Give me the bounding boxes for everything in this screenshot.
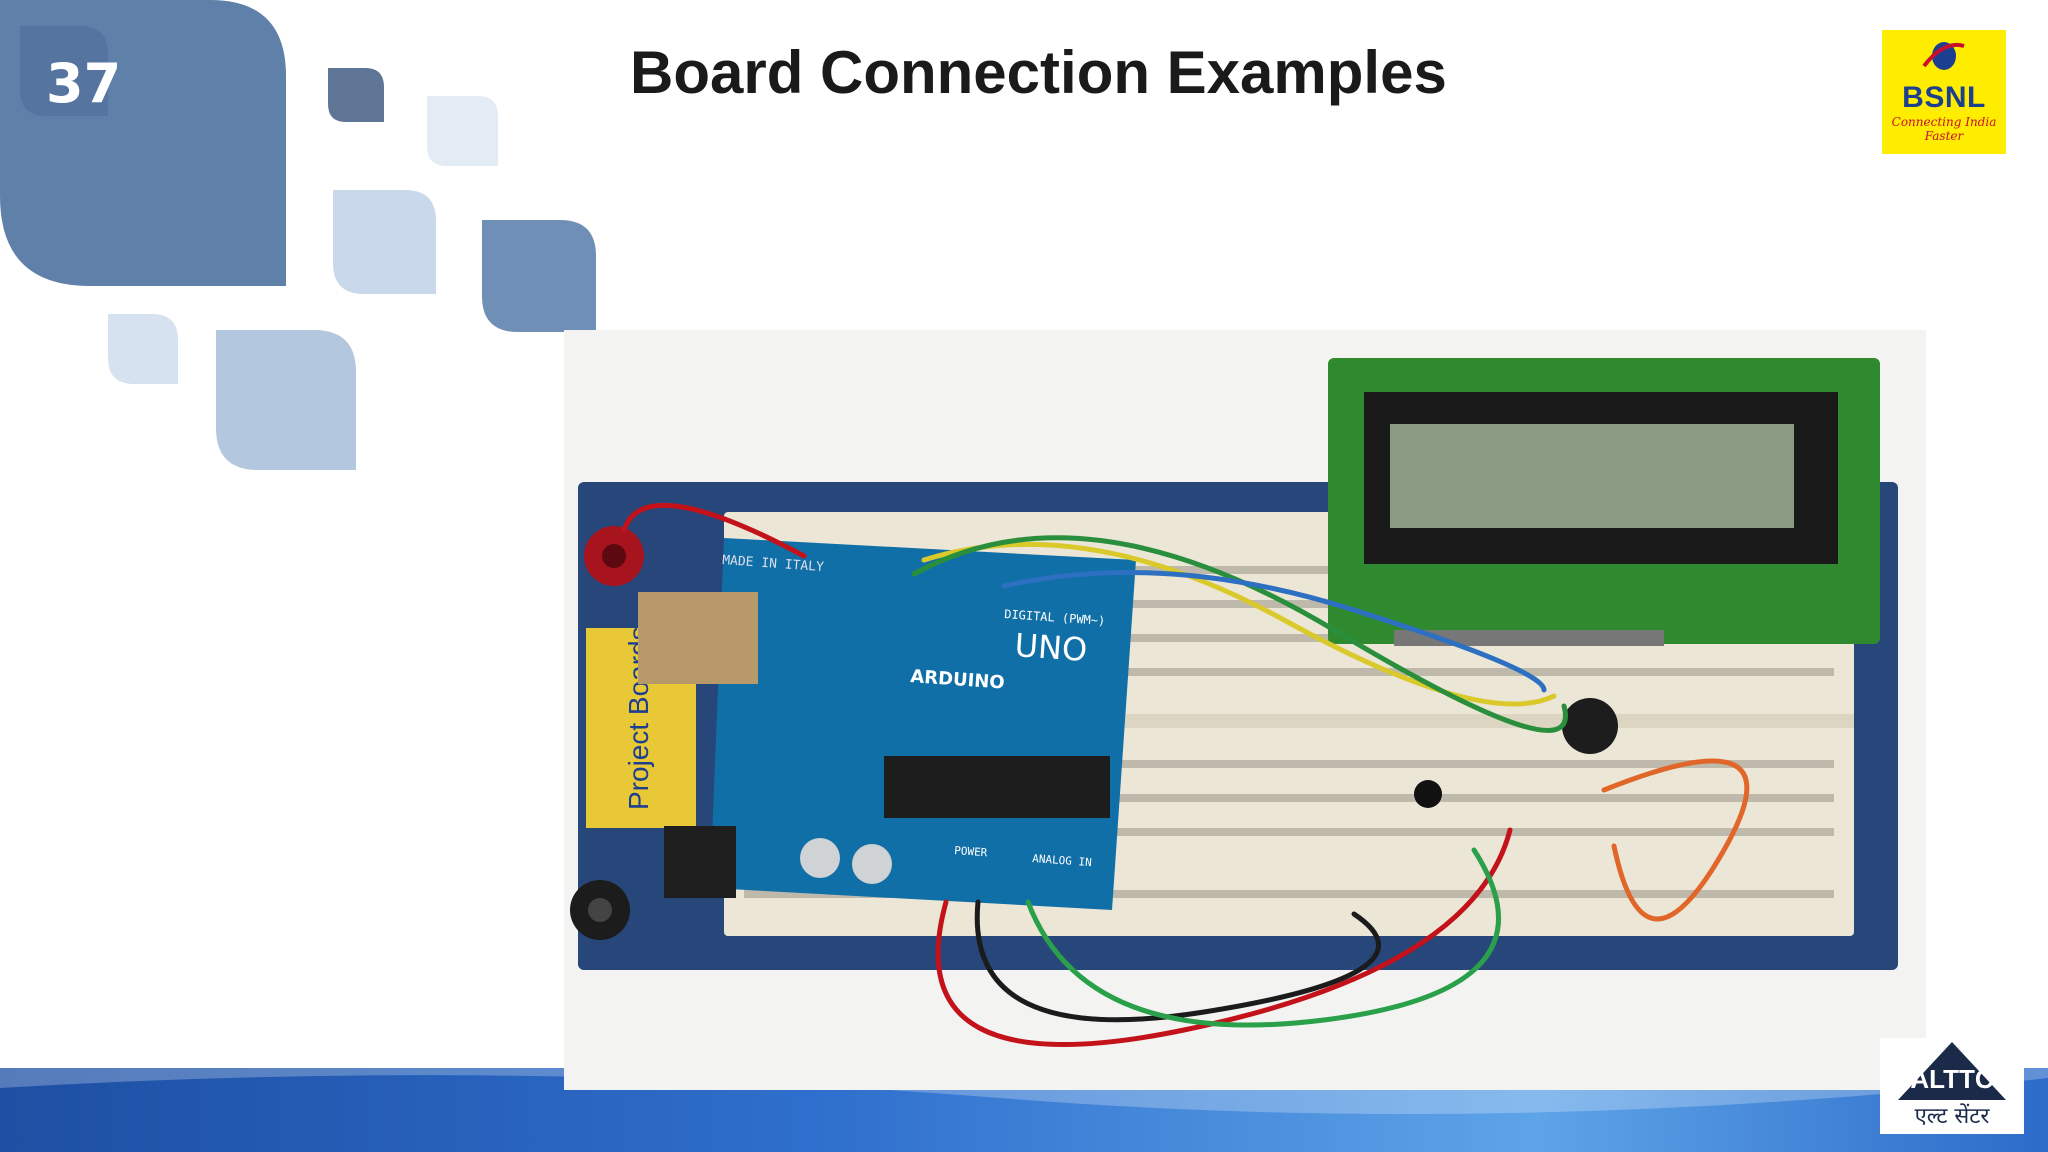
bsnl-logo: BSNL Connecting India Faster: [1882, 30, 2006, 154]
bsnl-logo-tagline: Connecting India Faster: [1891, 115, 1997, 143]
transistor: [1414, 780, 1442, 808]
potentiometer: [1562, 698, 1618, 754]
deco-shape-small-light: [427, 96, 498, 166]
slide-number: 37: [46, 52, 122, 115]
bsnl-emblem-icon: [1922, 42, 1965, 70]
alttc-triangle-icon: [1898, 1042, 2006, 1100]
photo-bottom-mask: [564, 1068, 1926, 1090]
atmega-chip: [884, 756, 1110, 818]
wire-orange: [1601, 758, 1750, 922]
deco-shape-tiny-light: [108, 314, 178, 384]
capacitor-1: [800, 838, 840, 878]
deco-shape-mid-light: [333, 190, 436, 294]
wire-blue: [1001, 570, 1547, 693]
bsnl-logo-text: BSNL: [1902, 81, 1986, 114]
arduino-model-label: UNO: [1013, 626, 1088, 669]
capacitor-2: [852, 844, 892, 884]
arduino-made-label: MADE IN ITALY: [722, 553, 825, 575]
usb-connector: [638, 592, 758, 684]
wire-red-top: [621, 502, 807, 559]
deco-shape-number-tab: [20, 26, 108, 116]
arduino-analog-label: ANALOG IN: [1032, 852, 1092, 869]
alttc-logo-abbr: ALTTC: [1910, 1064, 1994, 1094]
deco-shape-small-dark: [328, 68, 384, 122]
dc-jack: [664, 826, 736, 898]
deco-shape-lower-mid: [216, 330, 356, 470]
wire-red-bottom: [935, 827, 1513, 1048]
wire-green-top: [911, 535, 1568, 733]
arduino-power-label: POWER: [954, 844, 988, 859]
alttc-logo: ALTTC एल्ट सेंटर: [1880, 1038, 2024, 1134]
arduino-breadboard-photo: Project Boards MADE IN ITALY ARDUINO UNO…: [564, 330, 1926, 1090]
lcd-pin-header: [1394, 630, 1664, 646]
decorative-shapes: [0, 0, 596, 470]
alttc-logo-hindi: एल्ट सेंटर: [1914, 1104, 1990, 1129]
wire-green-bottom: [1025, 847, 1502, 1028]
deco-shape-mid-dark: [482, 220, 596, 332]
slide-title: Board Connection Examples: [630, 39, 1447, 106]
lcd-screen: [1390, 424, 1794, 528]
jumper-wires: [621, 502, 1750, 1048]
wire-black: [974, 899, 1382, 1023]
wire-yellow: [921, 541, 1557, 707]
